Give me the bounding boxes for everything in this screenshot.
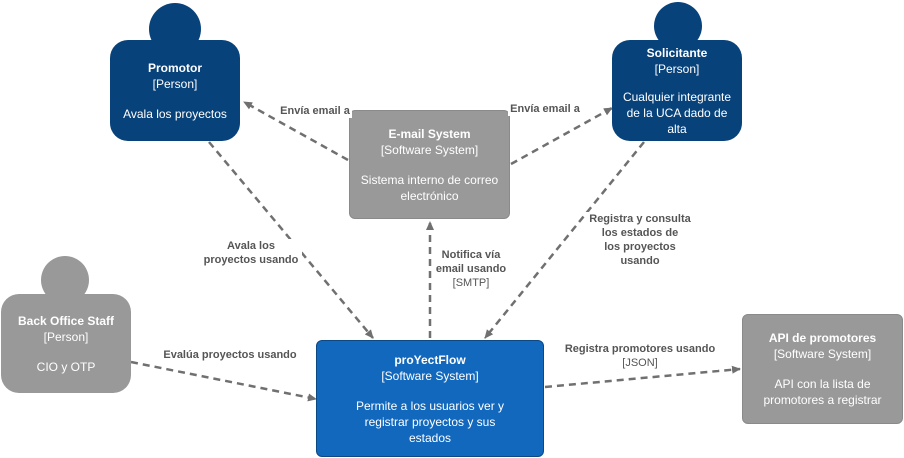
- backoffice-label: Back Office Staff [Person] CIO y OTP: [1, 294, 131, 393]
- promotor-title: Promotor: [148, 60, 202, 75]
- solicitante-body: [612, 40, 742, 141]
- api-desc: API con la lista de promotores a registr…: [763, 377, 882, 407]
- edge-label-backoffice-flow: Evalúa proyectos usando: [160, 348, 300, 362]
- edge-label-flow-api: Registra promotores usando [JSON]: [562, 342, 718, 370]
- edge-label-line: Evalúa proyectos usando: [163, 349, 297, 361]
- edge-label-line: email usando: [435, 263, 507, 275]
- edge-label-line: los proyectos: [604, 241, 676, 253]
- edge-email-to-promotor: [243, 100, 349, 162]
- backoffice-title: Back Office Staff: [17, 313, 115, 328]
- edge-backoffice-to-proyectflow: [130, 360, 317, 402]
- edge-label-email-promotor: Envía email a: [278, 104, 352, 118]
- edge-label-email-solicitante: Envía email a: [508, 102, 582, 116]
- edge-label-promotor-flow: Avala los proyectos usando: [200, 239, 302, 267]
- proyectflow-desc: Permite a los usuarios ver y registrar p…: [355, 398, 505, 445]
- backoffice-desc: CIO y OTP: [36, 359, 96, 374]
- edge-promotor-to-proyectflow: [208, 141, 374, 339]
- edge-label-line: proyectos usando: [203, 254, 299, 266]
- email-system-title: E-mail System: [388, 126, 471, 141]
- edge-label-line: Envía email a: [510, 103, 580, 115]
- solicitante-type: [Person]: [654, 61, 700, 76]
- proyectflow-type: [Software System]: [381, 368, 479, 383]
- edge-label-tech: [SMTP]: [452, 277, 490, 289]
- edge-label-line: Envía email a: [280, 105, 350, 117]
- edge-email-to-solicitante: [510, 106, 613, 166]
- edge-label-line: Registra y consulta: [589, 213, 691, 225]
- edge-label-flow-email: Notifica vía email usando [SMTP]: [434, 248, 508, 290]
- edge-proyectflow-to-api: [544, 365, 741, 389]
- edge-label-line: Notifica vía: [441, 249, 501, 261]
- email-system-desc: Sistema interno de correo electrónico: [360, 172, 499, 203]
- proyectflow-title: proYectFlow: [394, 352, 466, 367]
- backoffice-type: [Person]: [43, 329, 89, 344]
- solicitante-title: Solicitante: [646, 45, 708, 60]
- proyectflow-system: proYectFlow [Software System] Permite a …: [316, 340, 544, 457]
- promotor-label: Promotor [Person] Avala los proyectos: [110, 40, 240, 141]
- edge-label-line: usando: [620, 255, 660, 267]
- solicitante-label: Solicitante [Person] Cualquier integrant…: [612, 40, 742, 141]
- email-system: E-mail System [Software System] Sistema …: [349, 110, 510, 219]
- solicitante-desc: Cualquier integrante de la UCA dado de a…: [622, 89, 732, 136]
- api-promotores-system: API de promotores [Software System] API …: [742, 314, 903, 424]
- backoffice-body: [1, 294, 131, 393]
- edge-solicitante-to-proyectflow: [484, 141, 645, 339]
- edge-label-tech: [JSON]: [622, 357, 658, 369]
- promotor-desc: Avala los proyectos: [123, 106, 227, 121]
- promotor-body: [110, 40, 240, 141]
- edge-label-line: Registra promotores usando: [564, 343, 716, 355]
- api-type: [Software System]: [773, 347, 872, 361]
- api-title: API de promotores: [768, 331, 877, 345]
- promotor-type: [Person]: [152, 76, 198, 91]
- edge-label-solicitante-flow: Registra y consulta los estados de los p…: [586, 212, 694, 268]
- edge-label-line: los estados de: [601, 227, 679, 239]
- edge-label-line: Avala los: [227, 240, 275, 252]
- email-system-type: [Software System]: [380, 142, 479, 157]
